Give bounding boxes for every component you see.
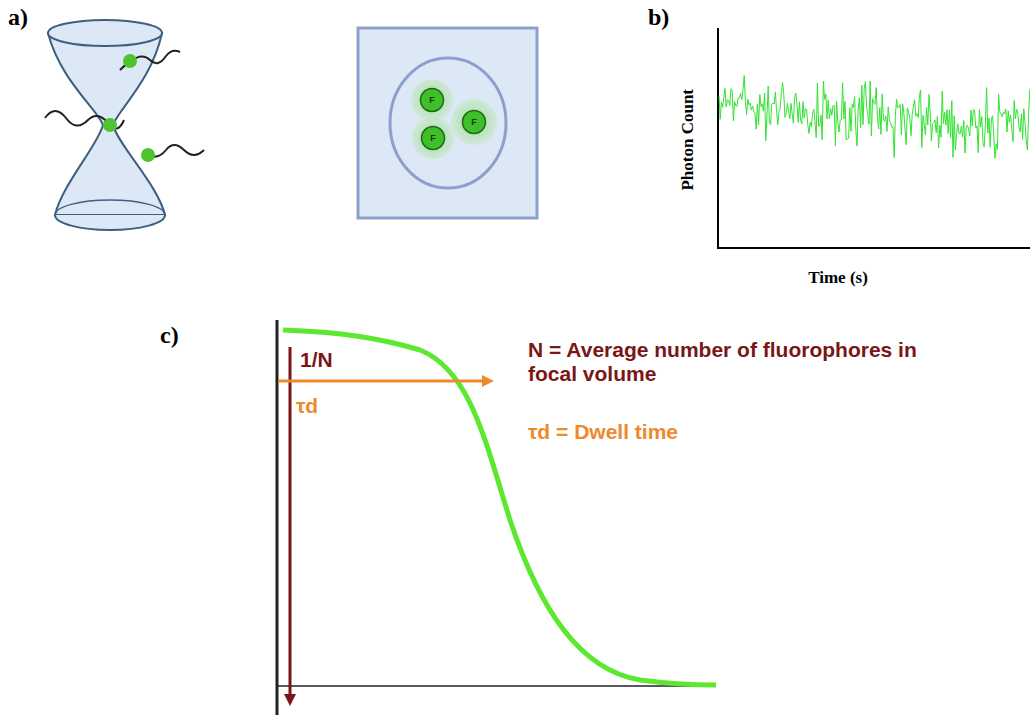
fluorophore-circle: F [461, 109, 487, 135]
axis-title: Photon Count [678, 89, 698, 191]
fluorophore-halo [411, 79, 497, 159]
focal-volume [48, 20, 165, 230]
panel-label: c) [160, 322, 179, 350]
axis-title: Time (s) [808, 268, 868, 288]
dwell-label: τd [296, 394, 318, 418]
focal-area [390, 58, 506, 188]
fluorophore-label: F [471, 117, 477, 127]
amplitude-arrow [289, 347, 292, 700]
fluorophore-dot [103, 54, 155, 162]
panel-label: b) [648, 4, 669, 32]
panel-label: a) [8, 4, 28, 32]
dwell-arrow [278, 380, 488, 383]
legend-note: τd = Dwell time [528, 420, 678, 444]
sample-square [358, 28, 537, 218]
legend-note: N = Average number of fluorophores in fo… [528, 338, 918, 386]
amplitude-label: 1/N [300, 348, 333, 372]
fluorophore-label: F [429, 95, 435, 105]
fluorophore-circle: F [419, 87, 445, 113]
molecule-chain [45, 51, 204, 157]
fluorophore-circle: F [420, 125, 446, 151]
plot-axes [717, 28, 1030, 249]
fluorophore-label: F [430, 133, 436, 143]
photon-trace [719, 76, 1030, 159]
